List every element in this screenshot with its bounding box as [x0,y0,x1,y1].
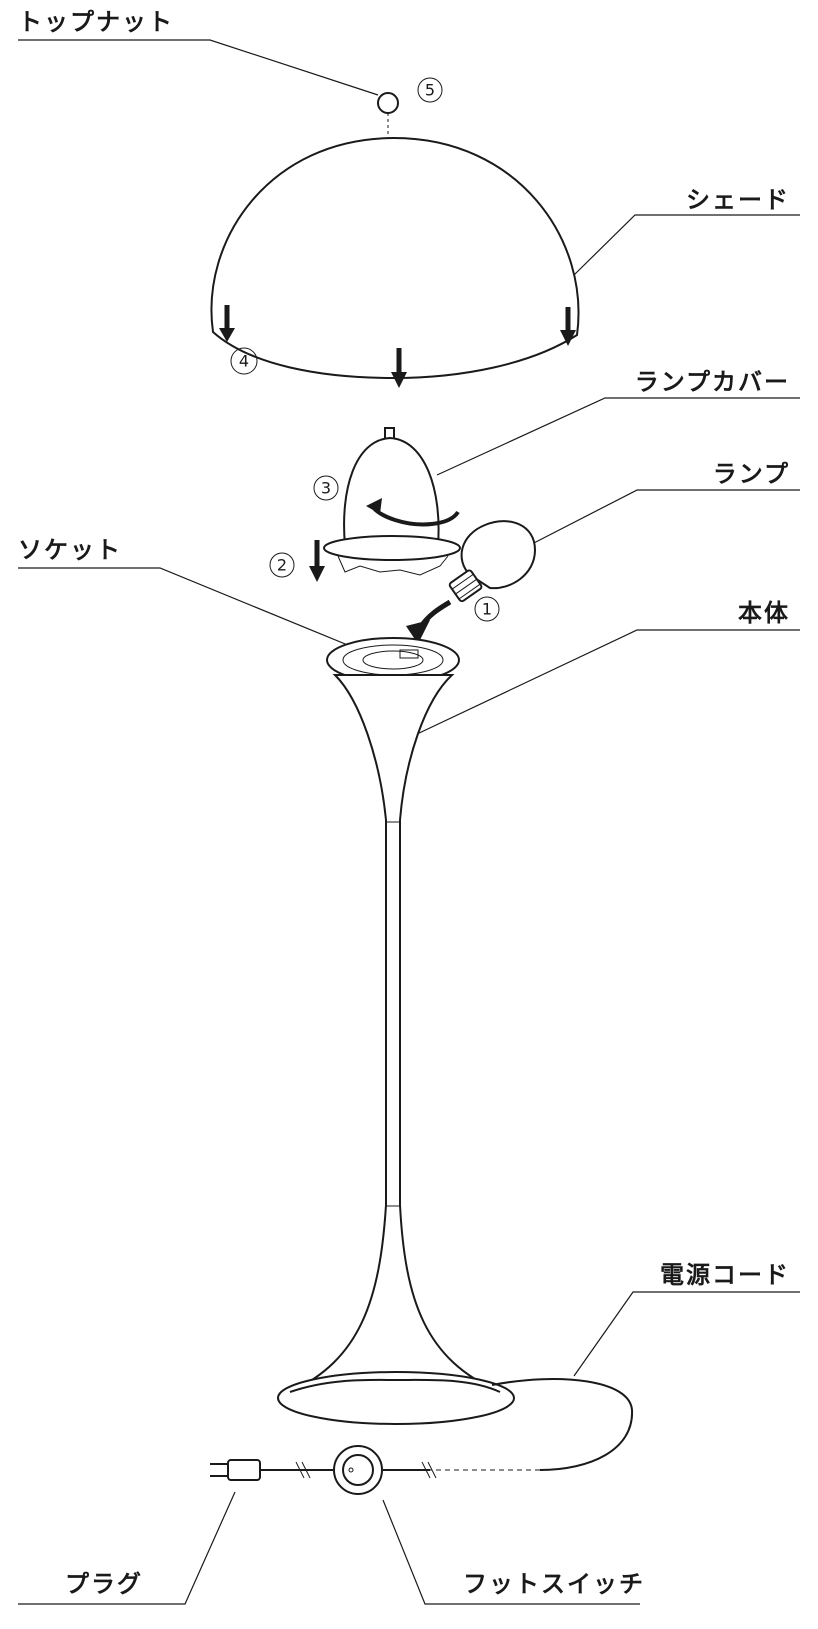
power-cord-label: 電源コード [660,1261,790,1289]
body-stem [289,674,501,1393]
step-4-circle [230,347,258,375]
step-3: 3 [313,475,339,501]
plug-label: プラグ [65,1570,143,1598]
cord-break-3 [421,1461,431,1479]
step-2-circle [269,552,295,578]
cord-break-4 [427,1461,437,1479]
top-nut-ball [377,92,399,114]
foot-switch-dot [348,1467,354,1473]
label-socket: ソケット [18,536,356,649]
step-3-number: 3 [321,479,331,498]
step-5: 5 [417,77,443,103]
step-4-number: 4 [239,352,249,371]
base-flare [289,1378,501,1393]
lamp-cover [309,427,461,582]
shade-leader [573,214,800,276]
label-power-cord: 電源コード [573,1261,800,1377]
lamp-cover-dome [343,436,440,546]
step-1-circle [474,596,500,622]
socket-label: ソケット [18,536,122,564]
cover-down-arrow-head [309,566,325,582]
foot-switch-leader [382,1499,640,1605]
label-shade: シェード [573,186,800,276]
top-nut-leader [18,39,379,96]
bulb-thread-2 [455,578,478,595]
cord-break-1 [295,1461,305,1479]
power-cord [260,1378,634,1479]
label-lamp: ランプ [529,460,800,546]
foot-switch [333,1445,383,1495]
label-body: 本体 [414,599,800,736]
lamp-cover-leader [436,397,800,476]
lamp-cover-bayonet [337,555,449,576]
cord-break-2 [301,1461,311,1479]
lamp-leader [529,489,800,546]
step-1: 1 [474,596,500,622]
label-top-nut: トップナット [18,8,379,96]
shade-dome [210,136,580,380]
bulb-glass [460,520,537,590]
step-5-number: 5 [425,81,435,100]
step-1-number: 1 [482,600,492,619]
rotate-arrow-head [366,498,382,514]
foot-switch-button [342,1454,374,1486]
bulb-insert-arrow-head [406,620,430,644]
plug-leader [18,1491,236,1605]
shade-arrow-center-head [391,372,407,388]
step-3-circle [313,475,339,501]
label-foot-switch: フットスイッチ [382,1499,645,1605]
bulb-screw-base [448,569,483,603]
bulb-base-body [448,569,483,603]
socket [326,637,460,683]
lamp-body [277,674,515,1425]
shade-arrow-left-head [219,328,235,342]
cord-upper [491,1378,634,1471]
shade-label: シェード [686,186,790,214]
top-nut-label: トップナット [18,8,174,36]
socket-contact [399,649,419,659]
top-nut [377,92,399,149]
socket-leader [18,567,356,649]
lamp-label: ランプ [713,460,790,488]
foot-switch-label: フットスイッチ [463,1570,645,1598]
power-cord-leader [573,1291,800,1377]
label-plug: プラグ [18,1491,236,1605]
bulb-thread-3 [458,583,481,600]
body-label: 本体 [738,599,790,627]
socket-core [362,650,424,670]
lamp-cover-label: ランプカバー [635,368,790,396]
plug [210,1459,261,1481]
step-4: 4 [230,347,258,375]
step-2-number: 2 [277,556,287,575]
shade [210,136,580,388]
shade-arrow-right-head [560,330,576,346]
lamp-bulb [406,520,537,644]
plug-body [227,1459,261,1481]
step-5-circle [417,77,443,103]
step-2: 2 [269,552,295,578]
label-lamp-cover: ランプカバー [436,368,800,476]
body-leader [414,629,800,736]
bulb-thread-1 [451,573,474,590]
lamp-cover-flange [323,535,461,561]
